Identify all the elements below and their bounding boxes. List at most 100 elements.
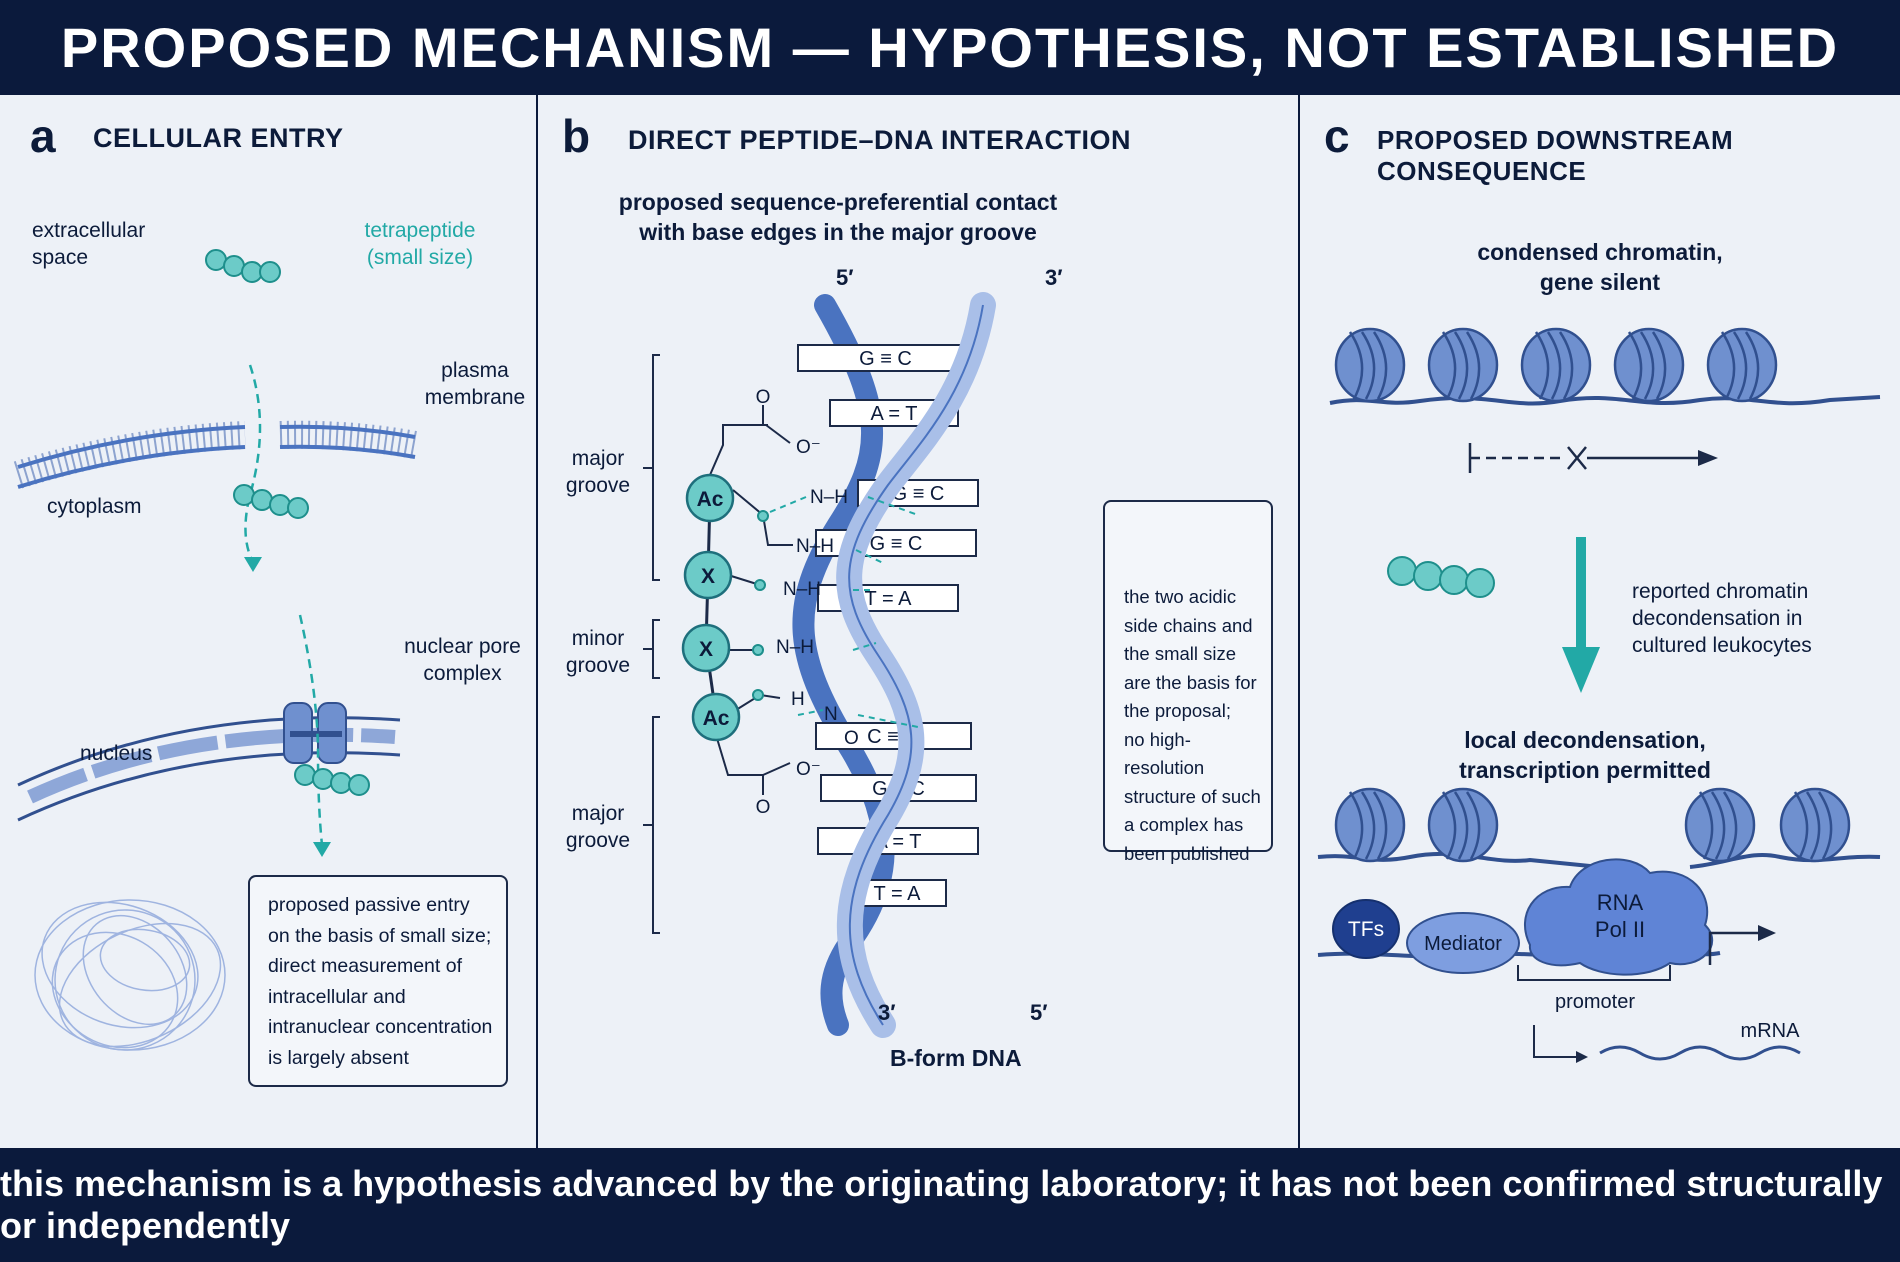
carboxyl-ominus: O⁻ (796, 759, 821, 780)
mrna-label: mRNA (1741, 1020, 1801, 1042)
active-chromatin-label: local decondensation,transcription permi… (1459, 727, 1711, 783)
header-banner: PROPOSED MECHANISM — HYPOTHESIS, NOT EST… (0, 0, 1900, 95)
base-pair-label: T = A (865, 588, 913, 610)
nh-label: N–H (796, 536, 834, 557)
footer-banner: this mechanism is a hypothesis advanced … (0, 1148, 1900, 1262)
arrowhead-icon (1698, 450, 1718, 466)
down-arrow-icon (1562, 647, 1600, 693)
divider (1298, 95, 1300, 1148)
mediator-complex-icon (1406, 912, 1520, 974)
h-label: H (791, 689, 805, 710)
arrowhead-icon (244, 557, 262, 572)
panel-c-graphics: TFs Mediator RNA Pol II promoter mRNA (1317, 327, 1881, 1063)
nucleosome-icon (1427, 787, 1499, 863)
arrowhead-icon (313, 842, 331, 857)
o-label: O (844, 728, 859, 749)
nh-label: N–H (783, 579, 821, 600)
rna-pol-ii-icon (1524, 858, 1713, 976)
header-title: PROPOSED MECHANISM — HYPOTHESIS, NOT EST… (60, 16, 1840, 79)
arrowhead-icon (1576, 1051, 1588, 1063)
footer-text: this mechanism is a hypothesis advanced … (0, 1163, 1883, 1246)
nucleosome-icon (1334, 327, 1406, 403)
end-5-top: 5′ (836, 265, 854, 290)
base-pair: A = T (817, 827, 979, 855)
mediator-label: Mediator (1424, 933, 1502, 955)
cytoplasm-label: cytoplasm (47, 495, 142, 518)
hydrogen-bonds (769, 496, 919, 728)
nucleosome-icon (1613, 327, 1685, 403)
end-3-top: 3′ (1045, 265, 1063, 290)
panel-a-note-box (248, 875, 508, 1087)
b-form-dna-label: B-form DNA (890, 1045, 1022, 1071)
tfs-label: TFs (1348, 918, 1384, 941)
panel-c-letter: c (1324, 110, 1350, 162)
residue-ac-1 (685, 473, 735, 523)
end-5-bottom: 5′ (1030, 1000, 1048, 1025)
n-label: N (824, 704, 838, 725)
nucleosomes-active (1334, 787, 1851, 863)
nucleosome-icon (1684, 787, 1756, 863)
residue-ac-2 (691, 692, 741, 742)
nh-label: N–H (810, 487, 848, 508)
arrowhead-icon (1758, 925, 1776, 941)
panel-c-title: PROPOSED DOWNSTREAM CONSEQUENCE (1377, 125, 1734, 186)
panel-a-graphics (13, 249, 418, 1051)
transcription-start-arrow (1708, 931, 1760, 965)
mrna-strand (1599, 1045, 1801, 1061)
residue-label: X (701, 565, 715, 588)
chromatin-tangle-icon (34, 899, 226, 1051)
down-arrow-icon (1576, 537, 1586, 649)
tetrapeptide-icon (233, 484, 309, 519)
residue-label: Ac (703, 707, 730, 730)
carboxyl-ominus: O⁻ (796, 437, 821, 458)
promoter-label: promoter (1555, 991, 1635, 1013)
base-pair-label: T = A (874, 883, 922, 905)
base-pair-label: G ≡ C (892, 483, 945, 505)
rna-pol-label-2: Pol II (1595, 917, 1645, 942)
tetrapeptide-icon (294, 764, 370, 796)
tfs-complex-icon (1332, 899, 1400, 959)
base-pair-label: G ≡ C (870, 533, 923, 555)
chem-labels: O O⁻ N–H N–H N–H N–H H N O O⁻ O (756, 387, 859, 818)
base-pair-label: G ≡ C (859, 348, 912, 370)
nuclear-pore-icon (283, 702, 347, 764)
nucleosome-icon (1779, 787, 1851, 863)
panel-c: TFs Mediator RNA Pol II promoter mRNA c … (1300, 95, 1900, 1148)
residue-x-2 (681, 623, 731, 673)
groove-brackets (643, 354, 660, 934)
panel-b-title: DIRECT PEPTIDE–DNA INTERACTION (628, 125, 1132, 155)
base-pair-label: A = T (871, 403, 918, 425)
tetrapeptide-icon (1387, 556, 1495, 598)
nucleosome-icon (1427, 327, 1499, 403)
end-3-bottom: 3′ (878, 1000, 896, 1025)
residue-label: Ac (697, 488, 724, 511)
carboxyl-o: O (756, 387, 771, 408)
peptide-chain: Ac X X Ac (681, 405, 793, 795)
panel-b-letter: b (562, 110, 591, 162)
residue-label: X (699, 638, 713, 661)
panel-b-note-box (1103, 500, 1273, 852)
carboxyl-o: O (756, 797, 771, 818)
entry-path-arrow-2 (298, 614, 324, 846)
nucleus-label: nucleus (80, 742, 153, 765)
nh-label: N–H (776, 637, 814, 658)
panel-a-letter: a (30, 110, 56, 162)
blocked-transcription-arrow (1468, 443, 1700, 473)
rna-pol-label-1: RNA (1597, 890, 1644, 915)
dna-strand (1329, 395, 1881, 406)
plasma-membrane (13, 420, 418, 489)
entry-path-arrow (244, 364, 262, 561)
silent-chromatin-label: condensed chromatin,gene silent (1477, 239, 1723, 295)
residue-x-1 (683, 550, 733, 600)
nucleosomes-silent (1334, 327, 1778, 403)
divider (536, 95, 538, 1148)
